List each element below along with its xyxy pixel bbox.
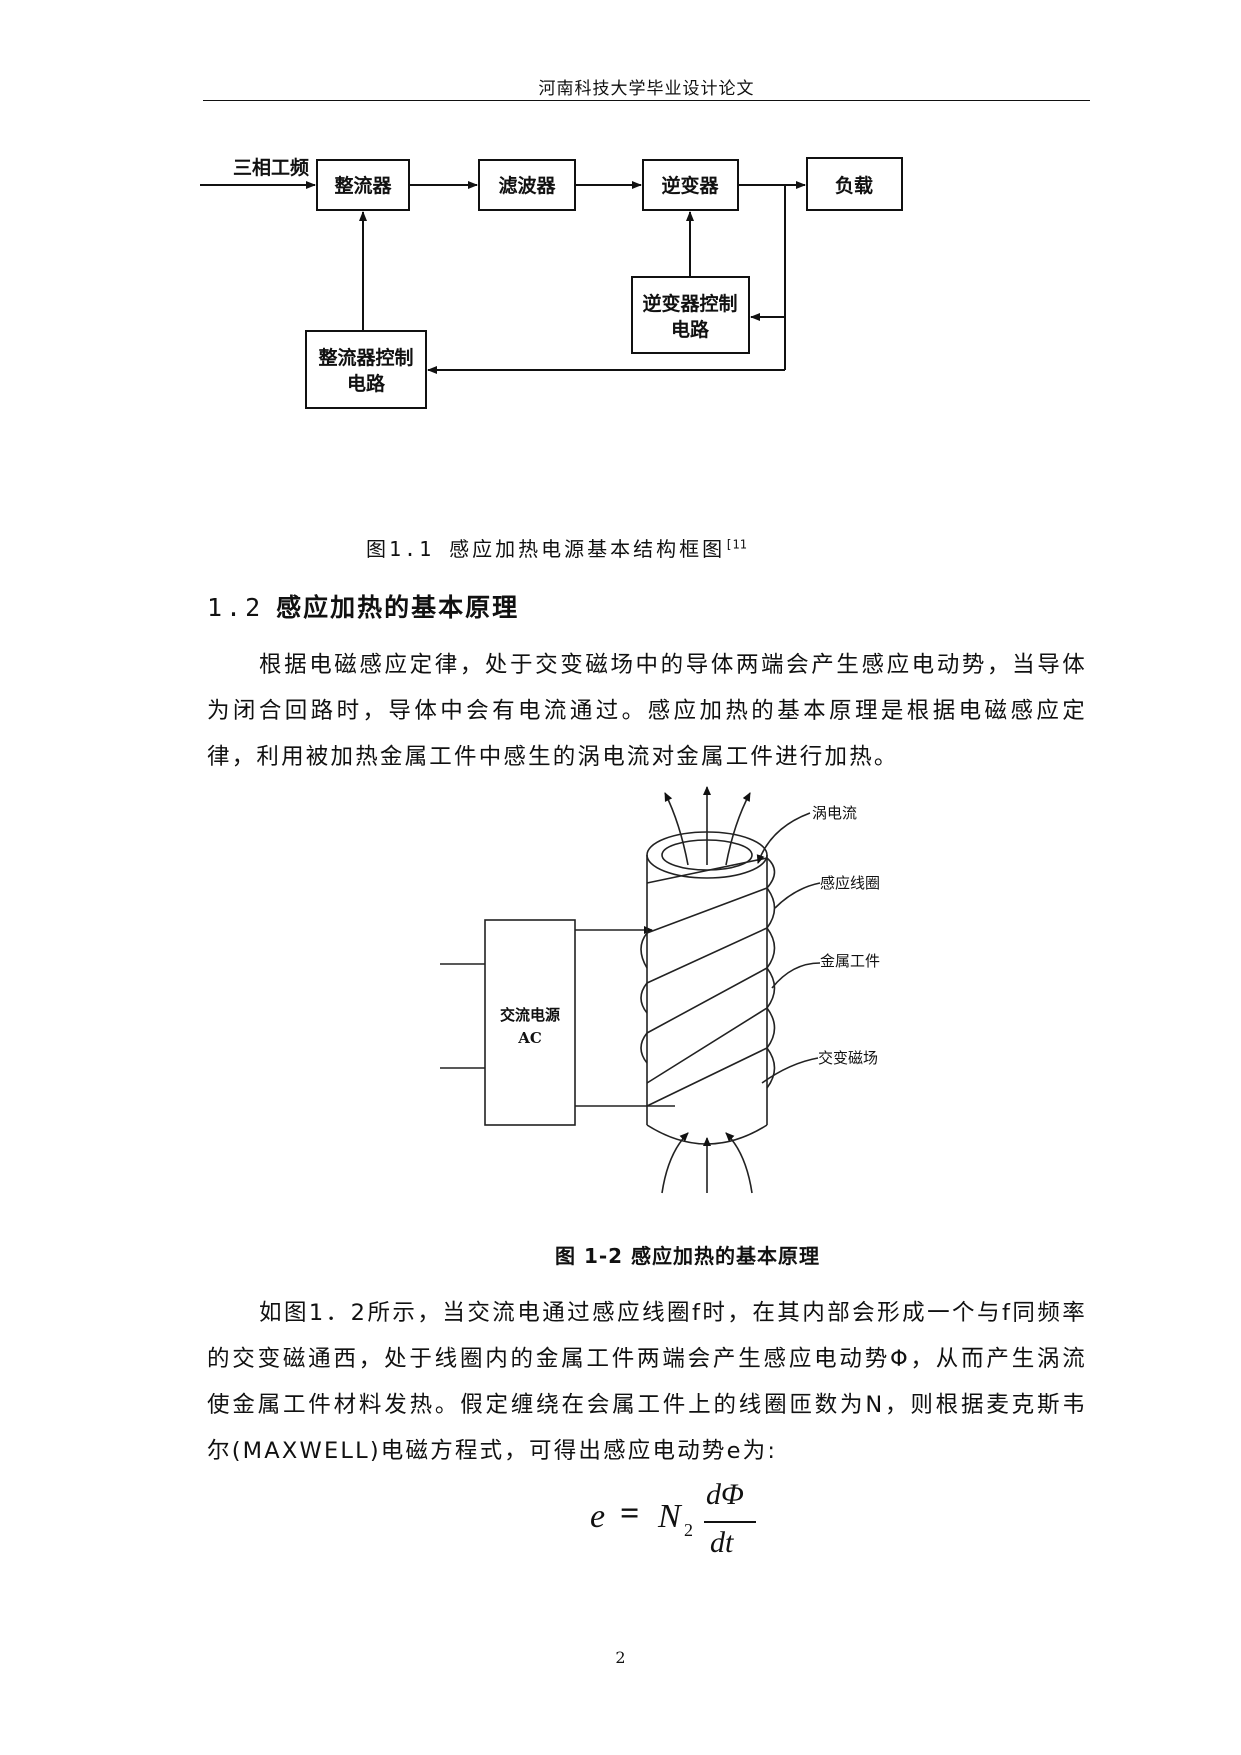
load-label: 负载 xyxy=(835,174,873,197)
figure-1-2-caption: 图 1-2 感应加热的基本原理 xyxy=(555,1244,821,1268)
running-header: 河南科技大学毕业设计论文 xyxy=(538,79,755,99)
leader-workpiece xyxy=(771,962,821,989)
paragraph-1: 根据电磁感应定律，处于交变磁场中的导体两端会产生感应电动势，当导体为闭合回路时，… xyxy=(207,642,1087,780)
emf-equation: e = N 2 dΦ dt xyxy=(590,1478,790,1568)
coil-turn-1 xyxy=(646,857,776,889)
rectifier-control-block xyxy=(305,330,427,409)
field-arrow-bottom-right xyxy=(725,1132,753,1194)
paragraph-2-text: 如图1．2所示，当交流电通过感应线圈f时，在其内部会形成一个与f同频率的交变磁通… xyxy=(207,1300,1087,1464)
alternating-field-label: 交变磁场 xyxy=(818,1049,878,1067)
field-arrow-top-right xyxy=(725,792,751,866)
induction-coil-label: 感应线圈 xyxy=(820,874,880,892)
field-arrow-bottom-left xyxy=(661,1132,689,1194)
ac-source-label-2: AC xyxy=(517,1029,542,1047)
figure-1-1-caption: 图1.1 感应加热电源基本结构框图[11 xyxy=(366,533,747,562)
field-arrow-top-left xyxy=(664,792,689,866)
coil-turn-6 xyxy=(646,1047,776,1107)
equation-lhs: e xyxy=(590,1498,606,1535)
equation-coefficient: N xyxy=(658,1498,681,1535)
leader-eddy xyxy=(756,812,811,864)
equation-fraction-bar xyxy=(704,1521,756,1523)
filter-label: 滤波器 xyxy=(498,174,556,197)
section-number: 1.2 xyxy=(207,593,265,622)
leader-field xyxy=(761,1057,819,1084)
caption-reference: [11 xyxy=(725,537,747,552)
inverter-label: 逆变器 xyxy=(661,174,719,197)
equation-equals: = xyxy=(620,1495,640,1532)
leader-coil xyxy=(774,882,821,909)
section-heading: 1.2 感应加热的基本原理 xyxy=(207,588,519,624)
page-number: 2 xyxy=(615,1648,626,1667)
equation-numerator: dΦ xyxy=(706,1478,744,1511)
figure-1-2-illustration: 交流电源 AC 涡电流 感应线圈 金属工件 交变磁场 xyxy=(440,786,880,1194)
ac-source-box xyxy=(484,919,576,1126)
coil-turn-5 xyxy=(646,1007,776,1084)
coil-left-bumps xyxy=(640,932,648,1064)
coil-turn-4 xyxy=(646,967,776,1034)
coil-turn-2 xyxy=(646,887,776,934)
rectifier-label: 整流器 xyxy=(334,174,392,197)
eddy-current-label: 涡电流 xyxy=(812,804,857,822)
equation-coefficient-subscript: 2 xyxy=(684,1520,693,1540)
load-block xyxy=(806,157,903,211)
figure-1-1-block-diagram: 三相工频 整流器 滤波器 逆变器 负载 逆变器控制 电路 整流器控制 电路 xyxy=(200,156,903,409)
inverter-control-label-2: 电路 xyxy=(671,318,710,341)
paragraph-2: 如图1．2所示，当交流电通过感应线圈f时，在其内部会形成一个与f同频率的交变磁通… xyxy=(207,1290,1087,1474)
section-title: 感应加热的基本原理 xyxy=(276,593,520,622)
metal-workpiece-label: 金属工件 xyxy=(820,952,880,970)
rectifier-control-label-2: 电路 xyxy=(347,372,386,395)
inverter-control-label-1: 逆变器控制 xyxy=(642,292,737,315)
paragraph-1-text: 根据电磁感应定律，处于交变磁场中的导体两端会产生感应电动势，当导体为闭合回路时，… xyxy=(207,652,1087,770)
caption-text: 图1.1 感应加热电源基本结构框图 xyxy=(366,537,726,561)
header-rule xyxy=(203,100,1090,101)
ac-source-label-1: 交流电源 xyxy=(500,1006,560,1024)
input-label: 三相工频 xyxy=(233,156,309,179)
equation-denominator: dt xyxy=(710,1526,734,1559)
inverter-control-block xyxy=(631,276,750,354)
rectifier-control-label-1: 整流器控制 xyxy=(318,346,413,369)
coil-turn-3 xyxy=(646,927,776,984)
